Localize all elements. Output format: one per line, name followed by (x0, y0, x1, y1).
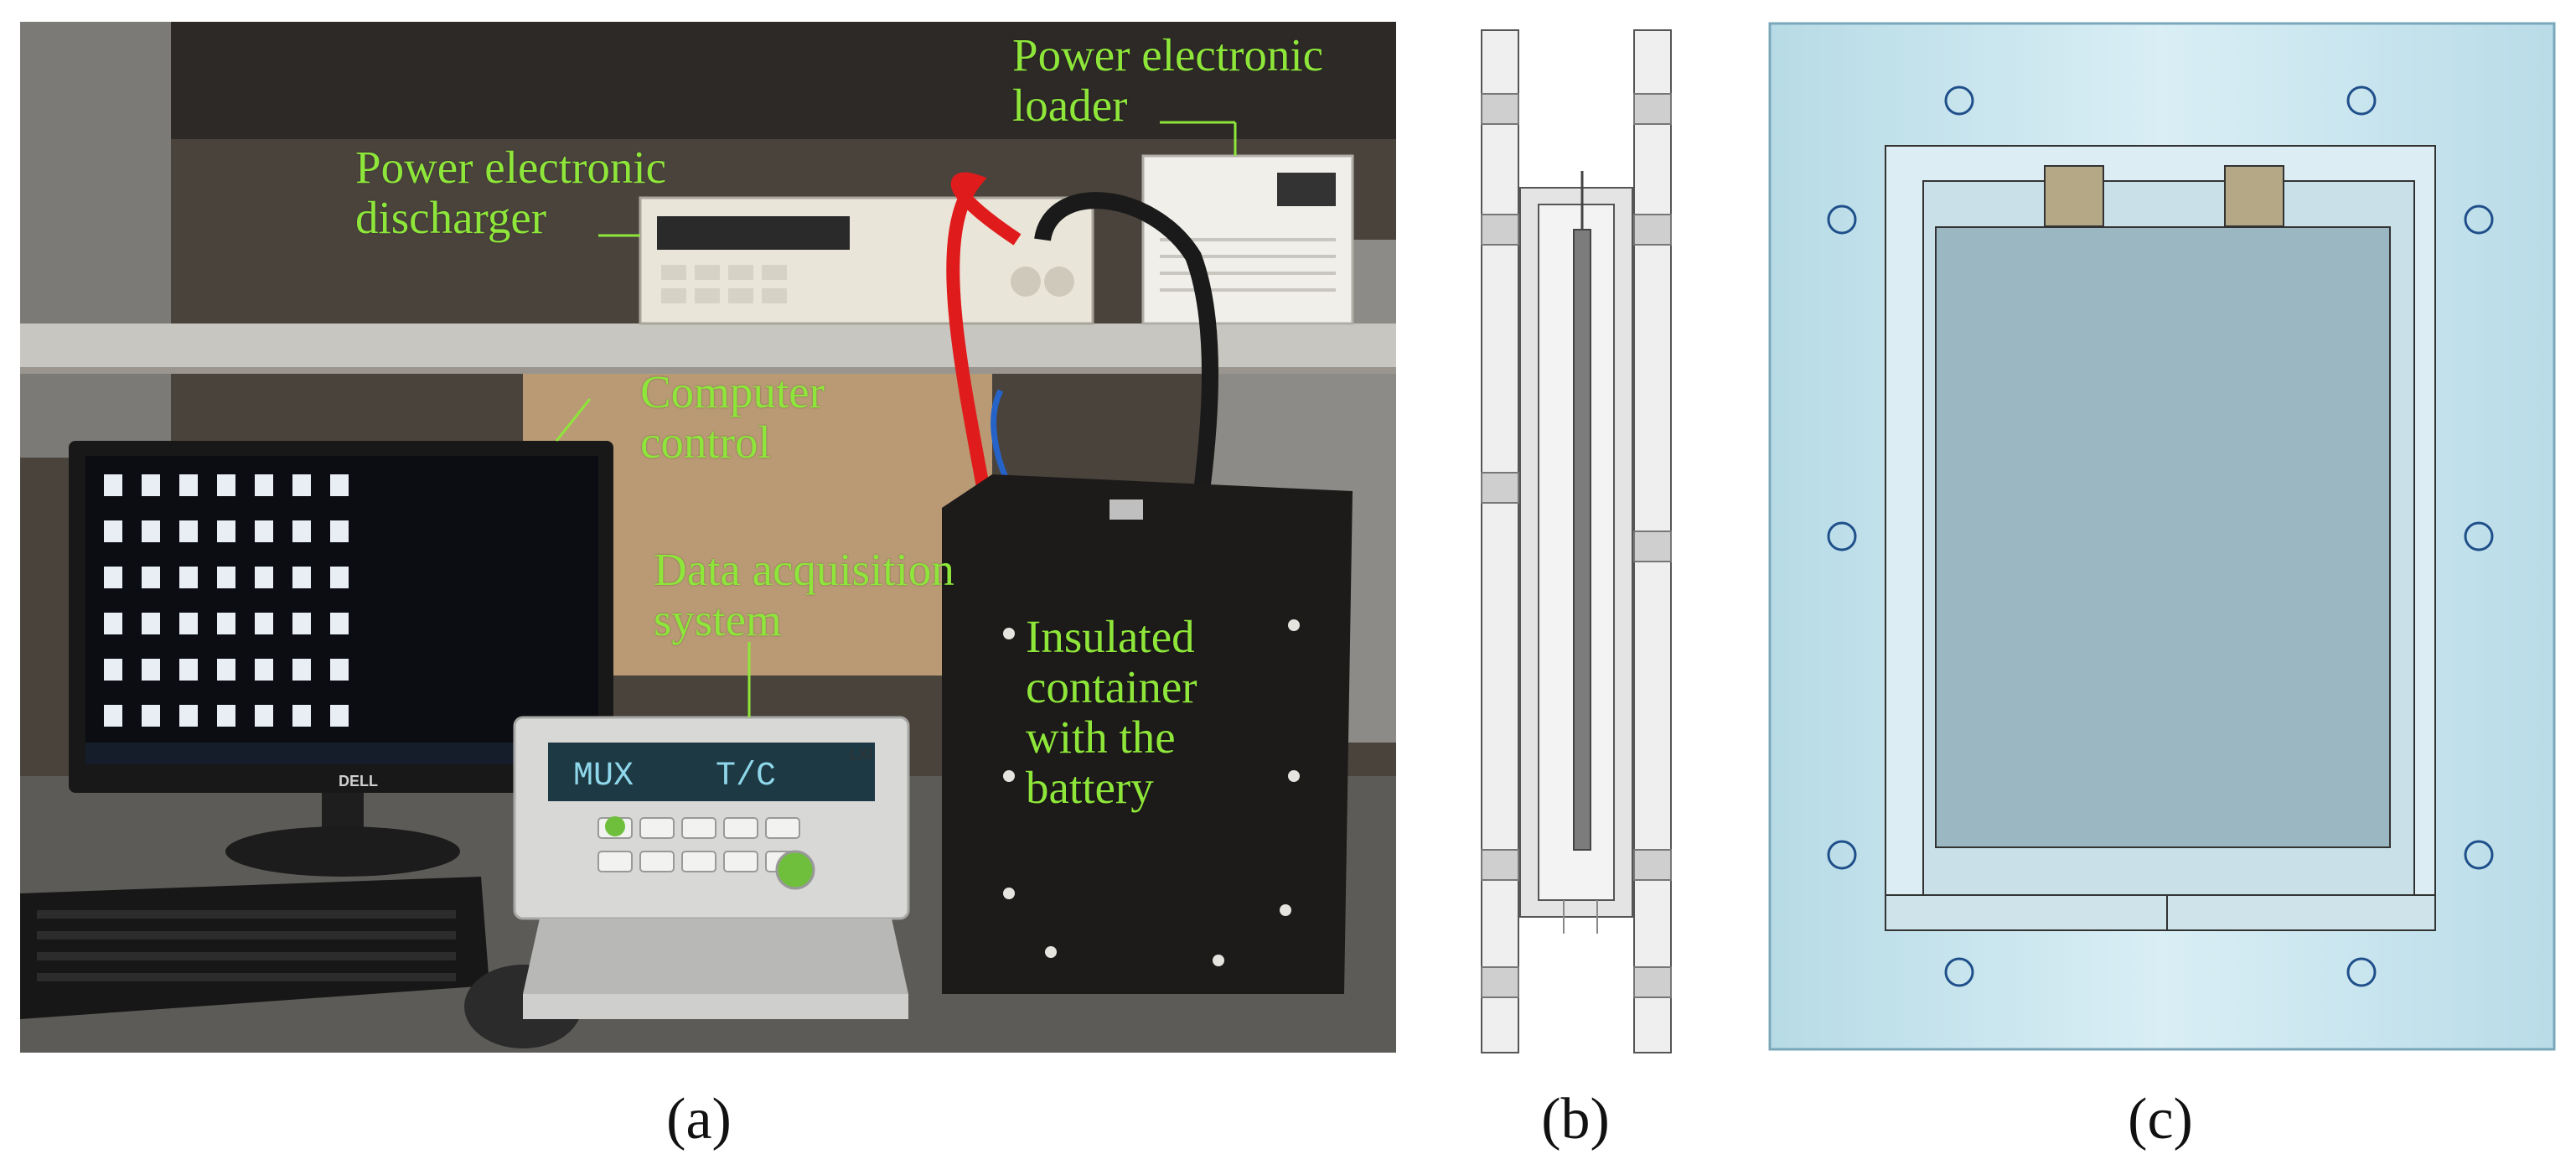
daq-screen-text: MUX (573, 758, 634, 795)
caption-b: (b) (1541, 1087, 1610, 1152)
label-data-acquisition-system: Data acquisition system (654, 544, 954, 645)
daq-screen-text-2: T/C (716, 758, 776, 795)
photo-illustration: DELL MUX T/C LXI (20, 22, 1396, 1053)
top-view-drawing (1768, 22, 2556, 1051)
daq-brand: LXI (850, 746, 872, 763)
caption-c: (c) (2128, 1087, 2193, 1152)
label-insulated-container: Insulated container with the battery (1026, 611, 1197, 813)
caption-a: (a) (666, 1087, 732, 1152)
label-computer-control: Computer control (640, 366, 825, 468)
side-view-drawing (1481, 29, 1672, 1053)
photo-test-bench: DELL MUX T/C LXI (20, 22, 1396, 1053)
label-power-electronic-discharger: Power electronic discharger (355, 142, 667, 243)
top-view-schematic (1768, 22, 2556, 1051)
side-view-schematic (1480, 28, 1676, 1054)
label-power-electronic-loader: Power electronic loader (1012, 29, 1324, 131)
monitor-brand: DELL (339, 773, 378, 789)
